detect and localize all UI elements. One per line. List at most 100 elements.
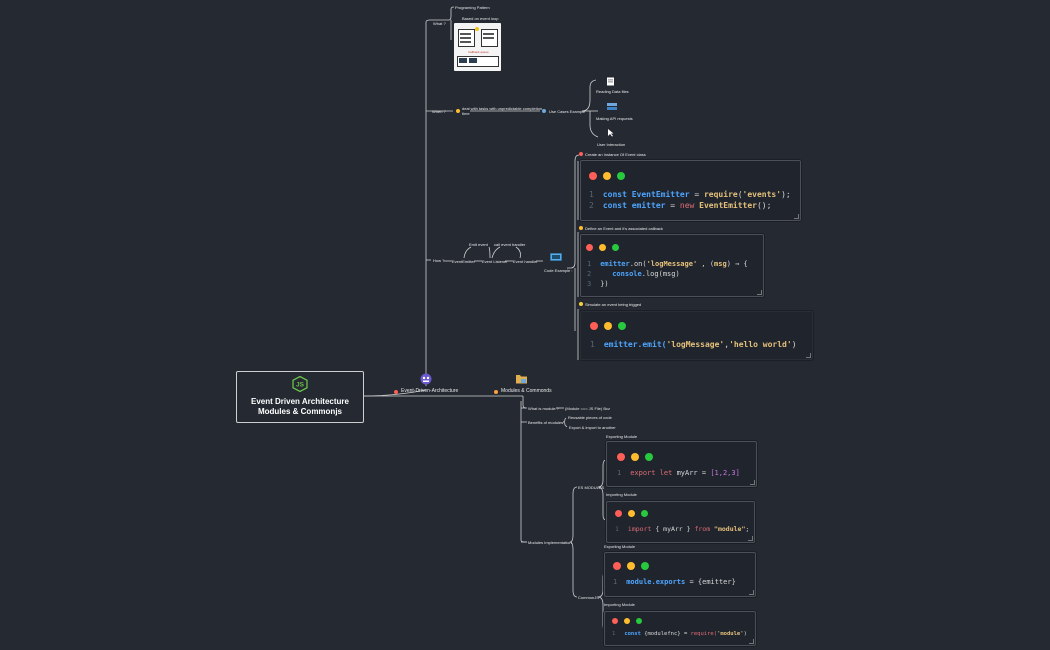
minimize-dot-icon — [624, 618, 630, 624]
resize-handle[interactable] — [748, 536, 753, 541]
close-dot-icon — [589, 172, 597, 180]
what-label[interactable]: What ? — [433, 21, 446, 26]
step2-label[interactable]: Define an Event and it's associated call… — [585, 226, 663, 231]
es-exporting-label[interactable]: Exporting Module — [606, 434, 638, 439]
maximize-dot-icon — [636, 618, 642, 624]
nodejs-logo-icon: JS — [292, 375, 308, 393]
step2-bullet — [579, 226, 583, 230]
benefit-export-import[interactable]: Export & import to another — [569, 425, 616, 430]
benefit-reusable[interactable]: Reusable pieces of code — [568, 415, 612, 420]
modules-bullet — [494, 390, 498, 394]
architecture-icon — [420, 373, 432, 385]
resize-handle[interactable] — [806, 353, 811, 358]
close-dot-icon — [613, 562, 621, 570]
close-dot-icon — [586, 244, 593, 251]
root-node[interactable]: JS Event Driven Architecture Modules & C… — [236, 371, 364, 423]
resize-handle[interactable] — [749, 639, 754, 644]
window-buttons — [617, 453, 653, 461]
use-cases-bullet — [542, 109, 546, 113]
step3-bullet — [579, 302, 583, 306]
module-definition[interactable]: (Module === JS File) Bcz — [565, 406, 611, 411]
file-icon — [607, 77, 614, 86]
how-label[interactable]: How ? — [433, 258, 445, 263]
maximize-dot-icon — [641, 510, 648, 517]
code-example-label[interactable]: Code Example : — [544, 268, 573, 273]
when-text-line1[interactable]: deal with tasks with unpredictable compl… — [462, 106, 543, 111]
resize-handle[interactable] — [794, 214, 799, 219]
what-is-module-label[interactable]: What is module ? — [528, 406, 559, 411]
window-buttons — [613, 562, 649, 570]
how-chain-handler[interactable]: Event handler — [513, 259, 538, 264]
call-handler-label: call event handler — [494, 242, 526, 247]
close-dot-icon — [617, 453, 625, 461]
how-chain-emitter[interactable]: EventEmitter — [452, 259, 475, 264]
es-importing-label[interactable]: Importing Module — [606, 492, 637, 497]
folder-icon — [516, 375, 527, 384]
minimize-dot-icon — [631, 453, 639, 461]
maximize-dot-icon — [612, 244, 619, 251]
window-buttons — [589, 172, 625, 180]
step1-bullet — [579, 152, 583, 156]
maximize-dot-icon — [617, 172, 625, 180]
cjs-exporting-label[interactable]: Exporting Module — [604, 544, 636, 549]
benefits-label[interactable]: Benefits of modules — [528, 420, 564, 425]
window-buttons — [612, 618, 642, 624]
close-dot-icon — [615, 510, 622, 517]
window-buttons — [615, 510, 648, 517]
when-text-line2: time — [462, 111, 470, 116]
cjs-importing-label[interactable]: Importing Module — [604, 602, 635, 607]
use-cases-label[interactable]: Use Cases Example — [549, 109, 586, 114]
minimize-dot-icon — [599, 244, 606, 251]
case-api-requests[interactable]: Making API requests — [596, 116, 633, 121]
how-chain-listener[interactable]: Event Listener — [482, 259, 508, 264]
api-network-icon — [607, 103, 617, 110]
minimize-dot-icon — [604, 322, 612, 330]
commonjs-label[interactable]: CommonJS — [578, 595, 599, 600]
modules-branch-label[interactable]: Modules & Commonds — [501, 388, 552, 394]
image-caption: Based on event loop — [462, 16, 499, 21]
implementation-label[interactable]: Modules Implementation — [528, 540, 572, 545]
code-line: 3}) — [587, 280, 609, 288]
minimize-dot-icon — [603, 172, 611, 180]
es-modules-label[interactable]: ES MODULES — [578, 485, 605, 490]
minimize-dot-icon — [627, 562, 635, 570]
maximize-dot-icon — [618, 322, 626, 330]
eda-bullet — [394, 390, 398, 394]
when-bullet — [456, 109, 460, 113]
resize-handle[interactable] — [757, 290, 762, 295]
root-title-line2: Modules & Commonjs — [257, 407, 342, 416]
event-loop-image: Based on event loop Callback queue — [454, 16, 501, 71]
maximize-dot-icon — [645, 453, 653, 461]
what-sub-label[interactable]: Programing Pattern — [455, 5, 490, 10]
step3-label[interactable]: Simulate an event being trigged — [585, 302, 642, 307]
case-user-interaction[interactable]: User Interaction — [597, 142, 626, 147]
step1-label[interactable]: Create an Instance Of Event class — [585, 152, 646, 157]
eda-branch-label[interactable]: Event-Driven-Architecture — [401, 388, 459, 394]
when-label[interactable]: When ? — [432, 109, 446, 114]
close-dot-icon — [590, 322, 598, 330]
minimize-dot-icon — [628, 510, 635, 517]
logo-text: JS — [296, 382, 305, 389]
window-buttons — [590, 322, 626, 330]
resize-handle[interactable] — [749, 590, 754, 595]
case-reading-files[interactable]: Reading Data files — [596, 89, 629, 94]
image-callback-label: Callback queue — [468, 50, 489, 54]
resize-handle[interactable] — [750, 480, 755, 485]
